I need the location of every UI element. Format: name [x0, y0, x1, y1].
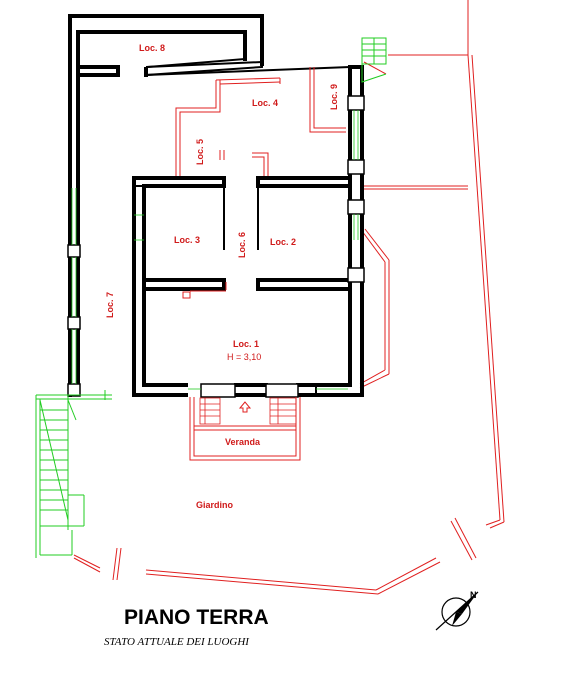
svg-text:N: N	[470, 590, 477, 600]
room-label-loc2: Loc. 2	[270, 237, 296, 247]
internal-partitions	[175, 67, 346, 299]
room-label-loc5: Loc. 5	[195, 139, 205, 165]
windows	[67, 95, 365, 398]
entrance-arrow-icon	[238, 401, 252, 413]
room-label-loc3: Loc. 3	[174, 235, 200, 245]
room-label-giardino: Giardino	[196, 500, 234, 510]
room-label-loc7: Loc. 7	[105, 292, 115, 318]
veranda	[189, 397, 301, 461]
room-label-loc4: Loc. 4	[252, 98, 278, 108]
room-label-loc8: Loc. 8	[139, 43, 165, 53]
room-label-loc1: Loc. 1	[233, 339, 259, 349]
drawing-title: PIANO TERRA	[124, 606, 269, 629]
room-label-veranda: Veranda	[225, 437, 261, 447]
veranda-steps	[199, 397, 297, 425]
garden-stairs	[35, 390, 112, 558]
room-label-loc9: Loc. 9	[329, 84, 339, 110]
room-label-loc6: Loc. 6	[237, 232, 247, 258]
window-glazing	[71, 110, 359, 390]
exterior-walls	[69, 15, 363, 396]
wall-fills	[68, 14, 364, 397]
room-height-loc1: H = 3,10	[227, 352, 261, 362]
north-arrow-compass-icon: N	[435, 590, 479, 631]
loc9-stairs	[361, 37, 387, 83]
drawing-subtitle: STATO ATTUALE DEI LUOGHI	[104, 636, 249, 648]
property-boundary	[73, 0, 505, 595]
